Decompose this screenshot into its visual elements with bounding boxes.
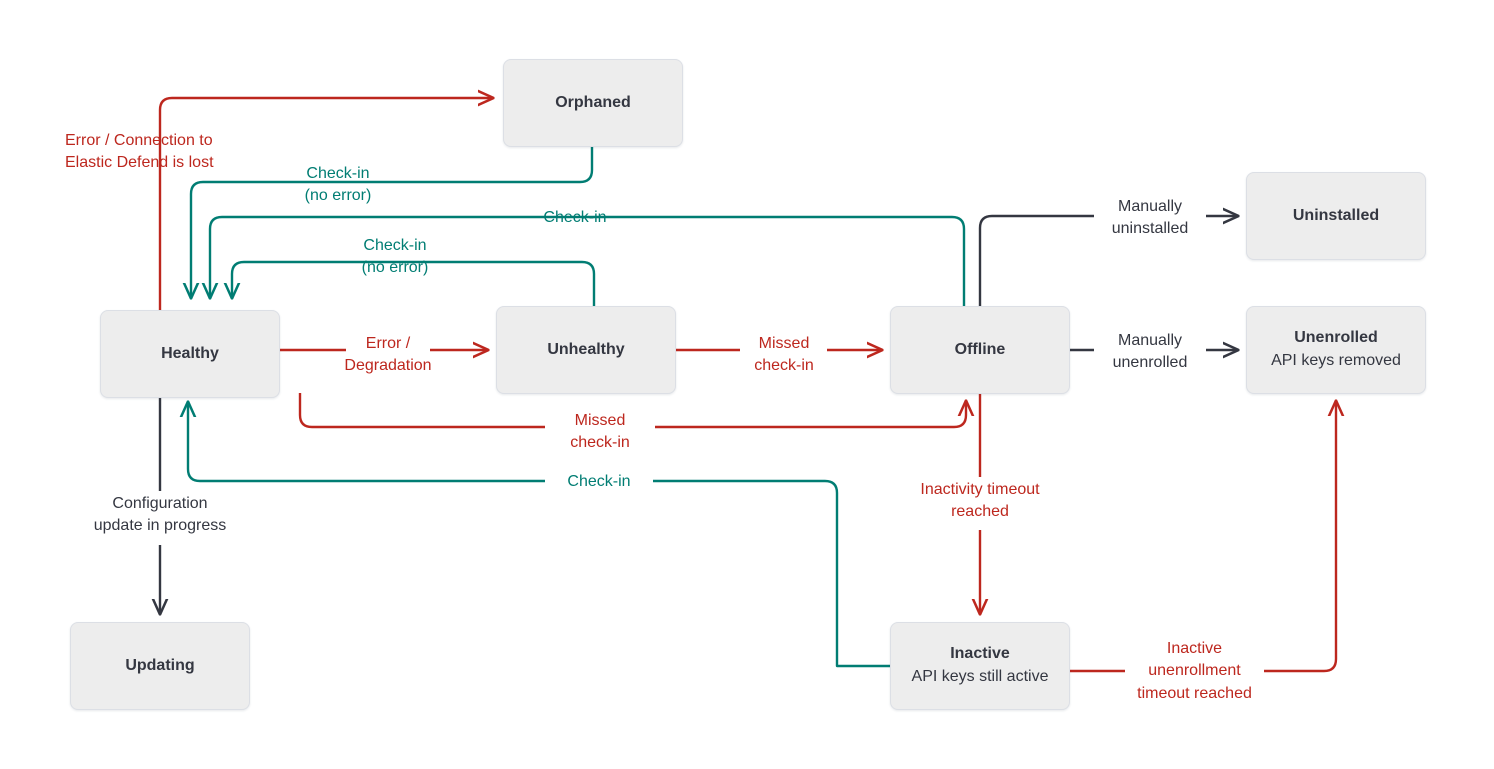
- node-unenrolled[interactable]: Unenrolled API keys removed: [1246, 306, 1426, 394]
- edge-inactive-to-healthy-right: [653, 479, 890, 668]
- edge-healthy-to-orphaned: [158, 98, 493, 310]
- node-healthy-title: Healthy: [161, 345, 219, 362]
- node-offline[interactable]: Offline: [890, 306, 1070, 394]
- edge-label-manually-uninstalled: Manually uninstalled: [1111, 198, 1189, 238]
- edge-label-checkin-inactive: Check-in: [567, 473, 631, 490]
- node-orphaned[interactable]: Orphaned: [503, 59, 683, 147]
- edge-label-missed-checkin-unhealthy: Missed check-in: [754, 335, 814, 375]
- node-unhealthy-title: Unhealthy: [547, 341, 625, 358]
- edge-inactive-to-healthy-left: [188, 402, 545, 483]
- edge-label-error-connection: Error / Connection to Elastic Defend is …: [65, 132, 214, 172]
- edge-label-inactive-unenrollment: Inactive unenrollment timeout reached: [1137, 640, 1252, 702]
- node-orphaned-title: Orphaned: [555, 94, 631, 111]
- edge-orphaned-to-healthy: [191, 146, 594, 298]
- edge-label-checkin-no-error-mid: Check-in (no error): [361, 237, 429, 277]
- node-updating-title: Updating: [125, 657, 195, 674]
- node-inactive-subtitle: API keys still active: [911, 668, 1049, 686]
- node-offline-title: Offline: [954, 341, 1006, 358]
- edge-healthy-to-offline-left: [298, 393, 545, 429]
- edge-label-configuration-update: Configuration update in progress: [93, 495, 227, 535]
- node-healthy[interactable]: Healthy: [100, 310, 280, 398]
- edge-label-checkin-no-error-top: Check-in (no error): [304, 165, 372, 205]
- edge-label-error-degradation: Error / Degradation: [344, 335, 432, 375]
- edge-offline-to-uninstalled-left: [978, 214, 1094, 306]
- node-inactive[interactable]: Inactive API keys still active: [890, 622, 1070, 710]
- node-unenrolled-title: Unenrolled: [1294, 329, 1378, 347]
- node-unhealthy[interactable]: Unhealthy: [496, 306, 676, 394]
- node-inactive-title: Inactive: [950, 645, 1010, 663]
- edge-healthy-to-offline-right: [655, 401, 966, 429]
- edge-label-missed-checkin-healthy: Missed check-in: [570, 412, 630, 452]
- edge-label-manually-unenrolled: Manually unenrolled: [1112, 332, 1188, 372]
- edge-inactive-to-unenrolled-right: [1264, 401, 1336, 673]
- node-updating[interactable]: Updating: [70, 622, 250, 710]
- node-unenrolled-subtitle: API keys removed: [1271, 352, 1401, 370]
- node-uninstalled[interactable]: Uninstalled: [1246, 172, 1426, 260]
- edge-label-checkin-offline: Check-in: [543, 209, 607, 226]
- edge-unhealthy-to-healthy: [232, 260, 596, 306]
- node-uninstalled-title: Uninstalled: [1292, 207, 1380, 224]
- edge-label-inactivity-timeout: Inactivity timeout reached: [920, 481, 1040, 521]
- edge-offline-to-healthy-checkin: [210, 215, 966, 306]
